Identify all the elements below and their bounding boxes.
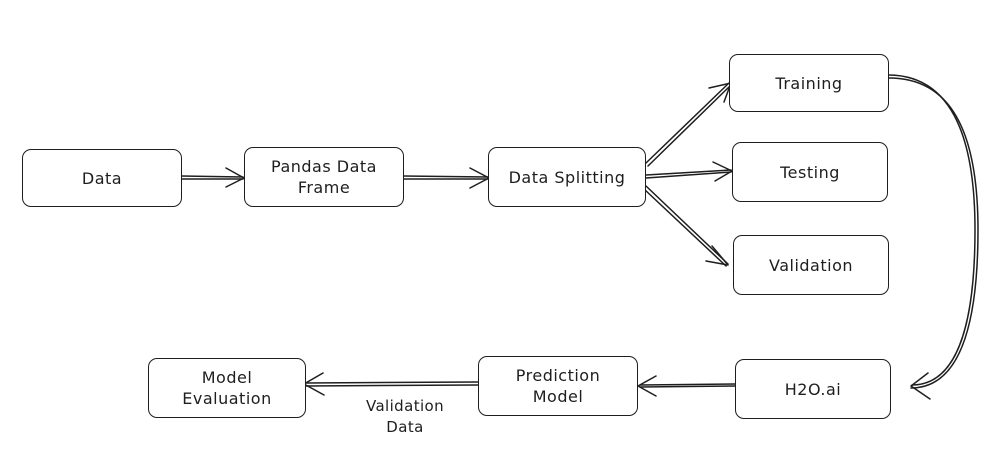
- node-model-evaluation[interactable]: Model Evaluation: [148, 358, 306, 418]
- edge-label-validation-data: Validation Data: [365, 397, 445, 436]
- node-model-evaluation-label: Model Evaluation: [182, 368, 272, 408]
- node-data[interactable]: Data: [22, 149, 182, 207]
- node-h2o-ai-label: H2O.ai: [784, 379, 842, 399]
- node-validation-label: Validation: [768, 255, 853, 275]
- node-prediction-model-label: Prediction Model: [515, 366, 601, 406]
- arrow-splitting-to-testing: [645, 161, 733, 182]
- arrow-splitting-to-validation: [643, 185, 729, 267]
- node-training[interactable]: Training: [729, 54, 889, 112]
- node-h2o-ai[interactable]: H2O.ai: [735, 359, 891, 419]
- arrow-h2o-to-prediction: [637, 375, 736, 397]
- arrow-splitting-to-training: [645, 82, 732, 167]
- node-prediction-model[interactable]: Prediction Model: [478, 356, 638, 416]
- node-data-splitting[interactable]: Data Splitting: [488, 147, 646, 207]
- node-pandas-data-frame[interactable]: Pandas Data Frame: [244, 147, 404, 207]
- node-pandas-data-frame-label: Pandas Data Frame: [271, 157, 377, 197]
- node-data-splitting-label: Data Splitting: [508, 167, 626, 187]
- node-testing[interactable]: Testing: [732, 142, 888, 202]
- node-testing-label: Testing: [780, 162, 840, 182]
- arrow-training-to-h2o: [887, 74, 979, 400]
- arrow-data-to-pandas: [180, 167, 245, 188]
- arrow-pandas-to-splitting: [402, 167, 490, 189]
- node-data-label: Data: [81, 168, 123, 188]
- node-validation[interactable]: Validation: [733, 235, 889, 295]
- node-training-label: Training: [775, 73, 843, 93]
- arrow-prediction-to-evaluation: [303, 372, 479, 396]
